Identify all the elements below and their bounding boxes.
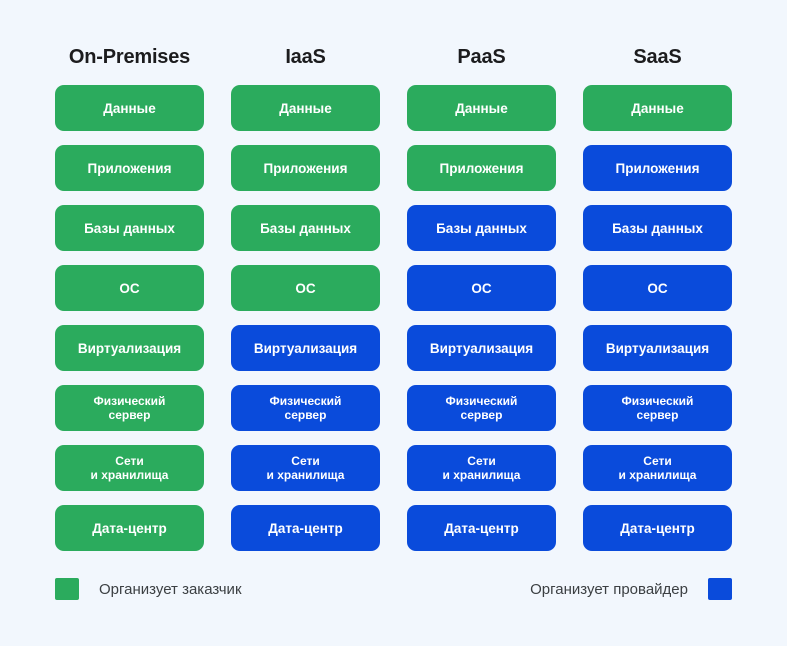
legend-item-provider: Организует провайдер: [530, 578, 732, 600]
layer-cell-label: Данные: [103, 100, 156, 116]
layer-cell[interactable]: Дата-центр: [55, 505, 204, 551]
layer-cell[interactable]: Данные: [407, 85, 556, 131]
layer-cell[interactable]: Дата-центр: [407, 505, 556, 551]
legend-swatch-green-icon: [55, 578, 79, 600]
layer-cell[interactable]: ОС: [583, 265, 732, 311]
legend-label-provider: Организует провайдер: [530, 580, 688, 598]
layer-cell[interactable]: Базы данных: [407, 205, 556, 251]
layer-cell-label: Приложения: [439, 160, 524, 176]
layer-cell-label: Базы данных: [612, 220, 703, 236]
layer-cell-label: Дата-центр: [620, 520, 695, 536]
layer-cell[interactable]: ОС: [231, 265, 380, 311]
layer-cell-label: Приложения: [615, 160, 700, 176]
layer-cell-label: Данные: [455, 100, 508, 116]
column-header: IaaS: [285, 46, 326, 68]
layer-cell[interactable]: Данные: [583, 85, 732, 131]
layer-cell-label: Приложения: [263, 160, 348, 176]
layer-cell[interactable]: ОС: [55, 265, 204, 311]
layer-cell-label: Виртуализация: [605, 340, 710, 356]
layer-cell-label: Базы данных: [84, 220, 175, 236]
layer-cell[interactable]: Виртуализация: [231, 325, 380, 371]
layer-cell-label: ОС: [295, 280, 316, 296]
layer-cell-label: Дата-центр: [268, 520, 343, 536]
layer-cell-label: Базы данных: [260, 220, 351, 236]
column-header: On-Premises: [68, 46, 191, 68]
layer-cell[interactable]: Данные: [231, 85, 380, 131]
legend-label-customer: Организует заказчик: [99, 580, 242, 598]
layer-cell-label: Виртуализация: [77, 340, 182, 356]
layer-cell-label: ОС: [647, 280, 668, 296]
layer-cell[interactable]: Дата-центр: [583, 505, 732, 551]
layer-cell[interactable]: Виртуализация: [407, 325, 556, 371]
layer-cell[interactable]: ОС: [407, 265, 556, 311]
layer-cell-label: Виртуализация: [253, 340, 358, 356]
legend-swatch-blue-icon: [708, 578, 732, 600]
layer-cell-label: Приложения: [87, 160, 172, 176]
layer-cell[interactable]: Приложения: [583, 145, 732, 191]
layer-cell-label: Виртуализация: [429, 340, 534, 356]
column-header: PaaS: [457, 46, 506, 68]
layer-cell[interactable]: Базы данных: [55, 205, 204, 251]
layer-cell[interactable]: Базы данных: [583, 205, 732, 251]
column-header: SaaS: [633, 46, 682, 68]
layer-cell[interactable]: Базы данных: [231, 205, 380, 251]
layer-cell-label: Данные: [631, 100, 684, 116]
layer-cell-label: Базы данных: [436, 220, 527, 236]
layer-cell-label: Дата-центр: [92, 520, 167, 536]
layer-cell[interactable]: Виртуализация: [55, 325, 204, 371]
layer-cell[interactable]: Данные: [55, 85, 204, 131]
layer-cell[interactable]: Приложения: [407, 145, 556, 191]
layer-cell-label: Дата-центр: [444, 520, 519, 536]
layer-cell-label: ОС: [119, 280, 140, 296]
layer-cell-label: Данные: [279, 100, 332, 116]
layer-cell[interactable]: Виртуализация: [583, 325, 732, 371]
layer-cell-label: ОС: [471, 280, 492, 296]
layer-cell[interactable]: Дата-центр: [231, 505, 380, 551]
legend-item-customer: Организует заказчик: [55, 578, 242, 600]
legend: Организует заказчик Организует провайдер: [55, 575, 732, 603]
layer-cell[interactable]: Приложения: [231, 145, 380, 191]
layer-cell[interactable]: Приложения: [55, 145, 204, 191]
